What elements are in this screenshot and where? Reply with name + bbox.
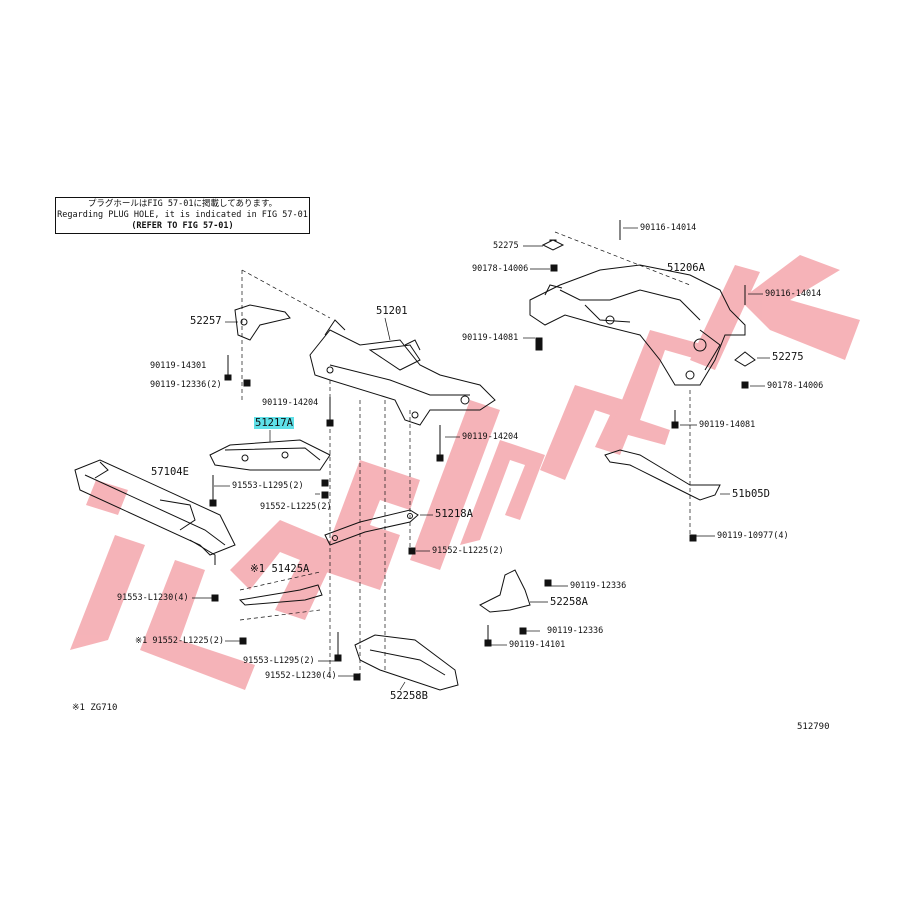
part-label-52258A[interactable]: 52258A xyxy=(550,596,588,608)
part-label-52275-right[interactable]: 52275 xyxy=(772,351,804,363)
bracket-52257 xyxy=(234,304,291,341)
part-label-90119-14081-left[interactable]: 90119-14081 xyxy=(462,333,519,343)
subframe-51201 xyxy=(309,319,496,426)
part-label-91553-L1295-2-b[interactable]: 91553-L1295(2) xyxy=(243,656,315,666)
cover-52258B xyxy=(354,634,459,691)
part-label-91552-L1225-2-a[interactable]: 91552-L1225(2) xyxy=(260,502,332,512)
note-reference: (REFER TO FIG 57-01) xyxy=(131,221,234,231)
bracket-52258A xyxy=(479,569,531,613)
front-crossmember-57104E xyxy=(74,459,236,565)
part-label-90119-14204-left[interactable]: 90119-14204 xyxy=(262,398,319,408)
part-label-51425A[interactable]: ※1 51425A xyxy=(250,563,310,575)
note-line-english: Regarding PLUG HOLE, it is indicated in … xyxy=(57,210,308,220)
part-label-57104E[interactable]: 57104E xyxy=(151,466,189,478)
part-label-52275-top[interactable]: 52275 xyxy=(493,241,519,251)
part-label-90119-14101[interactable]: 90119-14101 xyxy=(509,640,566,650)
part-label-91552-L1225-2-c[interactable]: ※1 91552-L1225(2) xyxy=(135,636,225,646)
stabilizer-bracket-51b05D xyxy=(604,449,721,501)
part-label-90116-14014-mid[interactable]: 90116-14014 xyxy=(765,289,822,299)
part-label-91552-L1230-4[interactable]: 91552-L1230(4) xyxy=(265,671,337,681)
part-label-90119-12336-2[interactable]: 90119-12336(2) xyxy=(150,380,222,390)
part-label-91553-L1295-2-a[interactable]: 91553-L1295(2) xyxy=(232,481,304,491)
part-label-90178-14006-top[interactable]: 90178-14006 xyxy=(472,264,529,274)
part-label-51201[interactable]: 51201 xyxy=(376,305,408,317)
part-label-90119-12336-a[interactable]: 90119-12336 xyxy=(570,581,627,591)
part-label-51b05D[interactable]: 51b05D xyxy=(732,488,770,500)
part-label-90119-10977-4[interactable]: 90119-10977(4) xyxy=(717,531,789,541)
part-label-90119-14204-right[interactable]: 90119-14204 xyxy=(462,432,519,442)
cover-51425A xyxy=(238,584,323,606)
footnote-model-code: ※1 ZG710 xyxy=(72,703,118,713)
part-label-90116-14014-top[interactable]: 90116-14014 xyxy=(640,223,697,233)
part-label-90119-14301[interactable]: 90119-14301 xyxy=(150,361,207,371)
part-label-51218A[interactable]: 51218A xyxy=(435,508,473,520)
part-label-91552-L1225-2-b[interactable]: 91552-L1225(2) xyxy=(432,546,504,556)
part-label-91553-L1230-4[interactable]: 91553-L1230(4) xyxy=(117,593,189,603)
part-label-90119-14081-right[interactable]: 90119-14081 xyxy=(699,420,756,430)
watermark-logo xyxy=(70,255,860,690)
rear-subframe-51206A xyxy=(529,264,746,386)
part-label-52257[interactable]: 52257 xyxy=(190,315,222,327)
label-pointer-lines xyxy=(192,227,770,691)
part-label-90178-14006-right[interactable]: 90178-14006 xyxy=(767,381,824,391)
highlighted-part-number[interactable]: 51217A xyxy=(254,417,294,429)
plug-hole-note: プラグホールはFIG 57-01に掲載してあります。 Regarding PLU… xyxy=(55,197,310,234)
figure-number: 512790 xyxy=(797,722,830,732)
bolts xyxy=(209,220,756,681)
part-label-51206A[interactable]: 51206A xyxy=(667,262,705,274)
part-label-51217A[interactable]: 51217A xyxy=(254,417,294,429)
brace-51217A xyxy=(209,439,331,471)
part-label-52258B[interactable]: 52258B xyxy=(390,690,428,702)
part-label-90119-12336-b[interactable]: 90119-12336 xyxy=(547,626,604,636)
leader-lines xyxy=(239,231,691,680)
note-line-japanese: プラグホールはFIG 57-01に掲載してあります。 xyxy=(87,199,278,209)
